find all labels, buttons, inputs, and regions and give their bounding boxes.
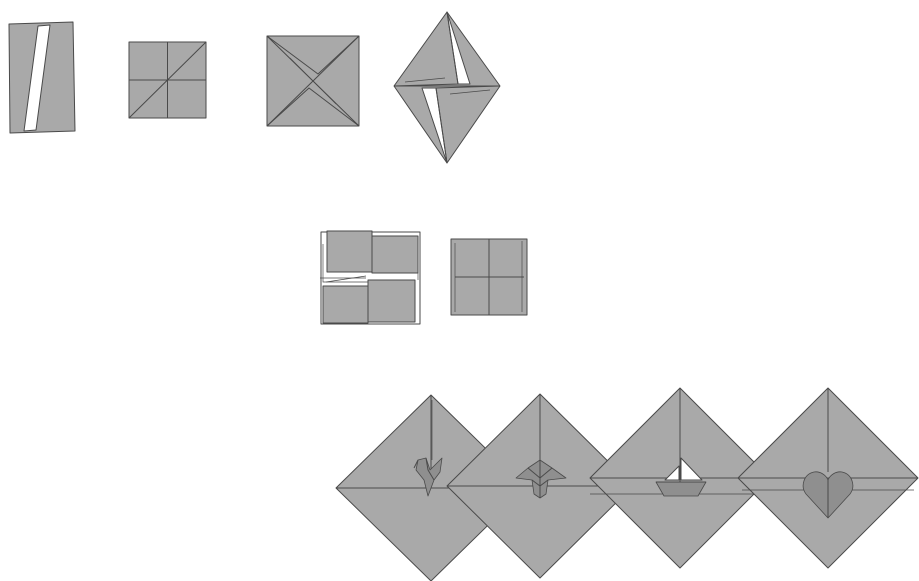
step-pinwheel-base [320,231,420,324]
card-heart [738,388,918,568]
step-flat-square [451,239,527,315]
step-kite [394,12,500,163]
step-square-creases [129,42,206,118]
step-square-x [267,36,359,126]
step-rectangle-slit [9,22,75,133]
